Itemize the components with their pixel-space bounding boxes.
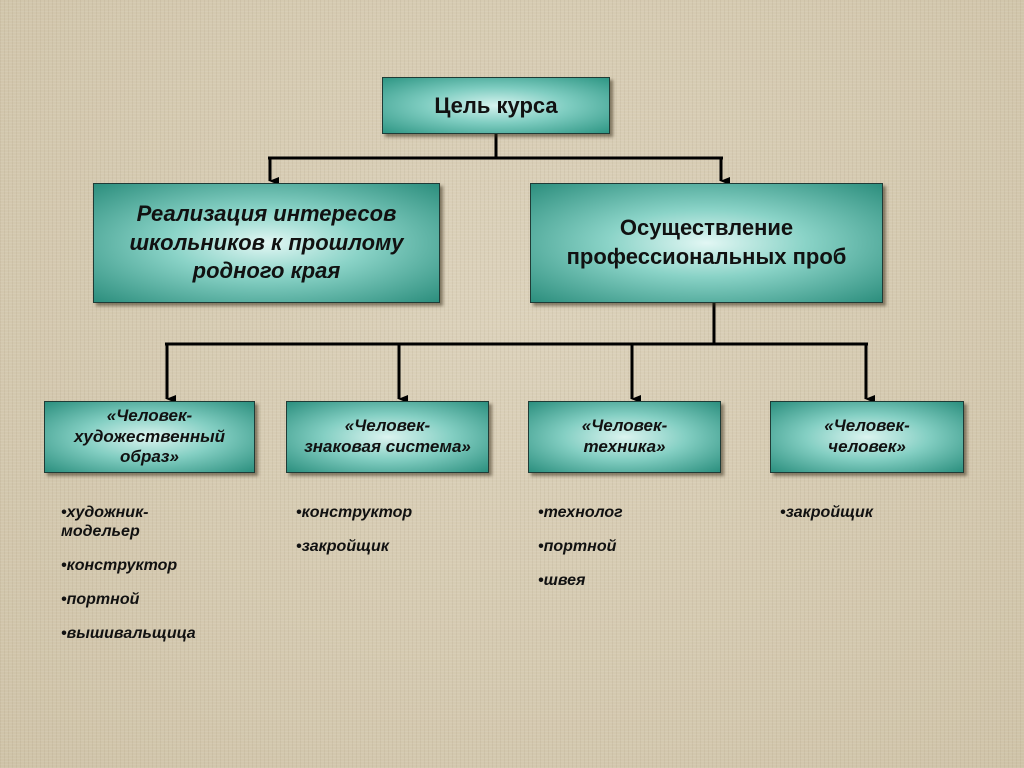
category-human-line-2: человек»	[828, 437, 906, 456]
trials-line-2: профессиональных проб	[566, 244, 847, 269]
category-box-technology: «Человек- техника»	[528, 401, 721, 473]
list-item: •конструктор	[296, 504, 413, 521]
list-item: •технолог	[538, 504, 623, 521]
profession-list-technology: •технолог •портной •швея	[538, 503, 718, 605]
category-box-sign-system: «Человек- знаковая система»	[286, 401, 489, 473]
profession-list-sign-system: •конструктор •закройщик	[296, 503, 486, 571]
list-item: •вышивальщица	[61, 625, 196, 642]
course-goal-box: Цель курса	[382, 77, 610, 134]
category-human-line-1: «Человек-	[824, 416, 910, 436]
category-artistic-line-2: художественный	[73, 426, 226, 446]
list-item: •портной	[61, 591, 140, 608]
interests-line-3: родного края	[192, 258, 341, 284]
category-tech-line-2: техника»	[583, 437, 666, 456]
category-sign-line-1: «Человек-	[344, 416, 431, 436]
category-box-human: «Человек- человек»	[770, 401, 964, 473]
category-sign-line-2: знаковая система»	[304, 437, 471, 456]
trials-line-1: Осуществление	[619, 215, 794, 241]
interests-box: Реализация интересов школьников к прошло…	[93, 183, 440, 303]
category-artistic-line-1: «Человек-	[106, 405, 193, 425]
course-goal-label: Цель курса	[434, 92, 558, 118]
profession-list-human: •закройщик	[780, 503, 960, 537]
category-tech-line-1: «Человек-	[581, 416, 668, 436]
list-item: •закройщик	[780, 504, 873, 521]
interests-line-1: Реализация интересов	[136, 201, 397, 227]
category-artistic-line-3: образ»	[120, 447, 179, 467]
list-item: •художник- модельер	[61, 504, 149, 540]
interests-line-2: школьников к прошлому	[129, 229, 404, 255]
profession-list-artistic: •художник- модельер •конструктор •портно…	[61, 503, 241, 658]
category-box-artistic: «Человек- художественный образ»	[44, 401, 255, 473]
list-item: •швея	[538, 572, 586, 589]
list-item: •портной	[538, 538, 617, 555]
list-item: •конструктор	[61, 557, 178, 574]
professional-trials-box: Осуществление профессиональных проб	[530, 183, 883, 303]
list-item: •закройщик	[296, 538, 389, 555]
